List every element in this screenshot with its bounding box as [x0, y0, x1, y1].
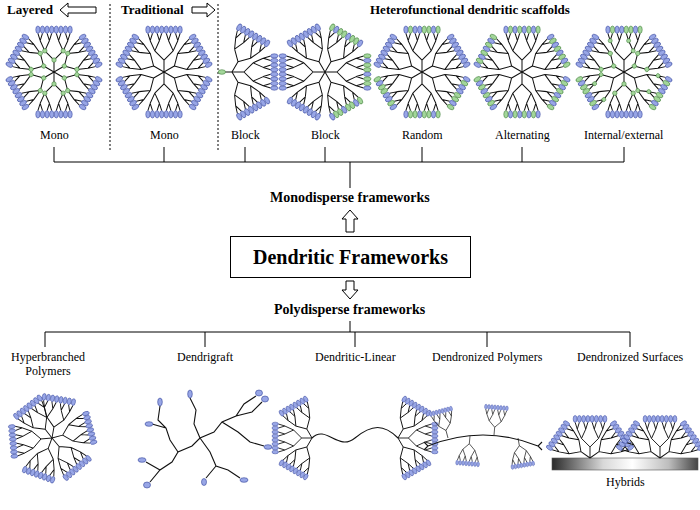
section-heading: Traditional	[121, 2, 184, 18]
branch-heading: Polydisperse frameworks	[274, 302, 425, 319]
category-label: Hybrids	[606, 475, 645, 489]
category-label: Hyperbranched Polymers	[3, 350, 93, 379]
category-label: Dendrigraft	[177, 350, 233, 364]
section-heading: Layered	[7, 2, 53, 18]
category-label: Dendronized Surfaces	[577, 350, 683, 364]
type-label: Block	[311, 128, 340, 142]
type-label: Mono	[40, 128, 69, 142]
branch-heading: Monodisperse frameworks	[270, 190, 430, 207]
type-label: Alternating	[495, 128, 550, 142]
framework-box: Dendritic Frameworks	[230, 236, 471, 278]
box-title: Dendritic Frameworks	[253, 245, 448, 269]
category-label: Dendronized Polymers	[432, 350, 542, 364]
type-label: Random	[402, 128, 443, 142]
type-label: Block	[231, 128, 260, 142]
type-label: Internal/external	[584, 128, 663, 142]
type-label: Mono	[150, 128, 179, 142]
section-heading: Heterofunctional dendritic scaffolds	[370, 2, 570, 18]
category-label: Dendritic-Linear	[315, 350, 396, 364]
